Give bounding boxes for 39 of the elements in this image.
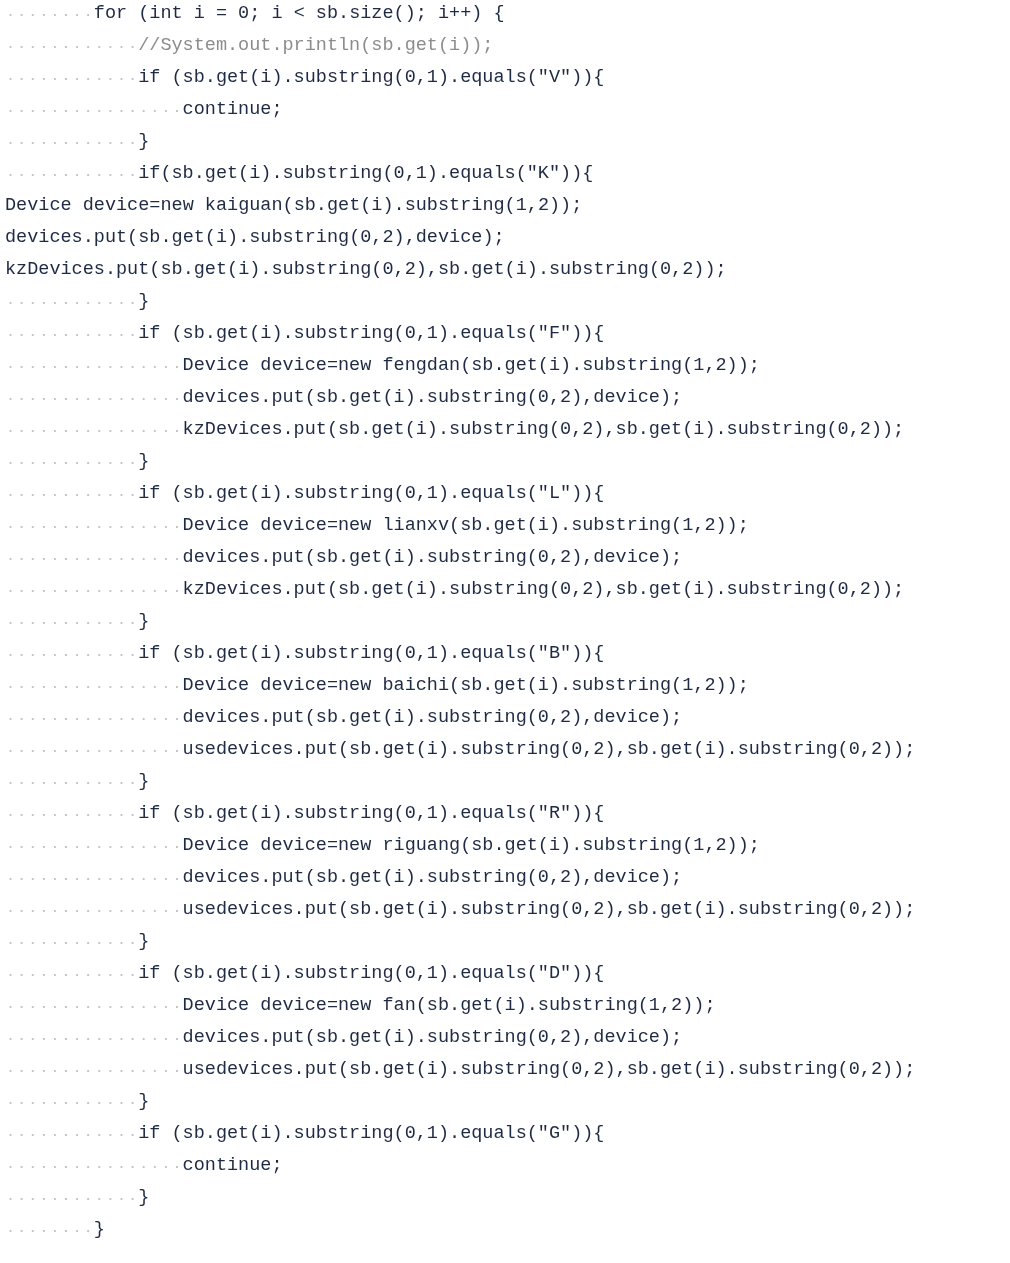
code-comment: //System.out.println(sb.get(i)); [138,34,494,58]
code-line: continue; [182,98,283,122]
code-line: Device device=new baichi(sb.get(i).substring(1,2)); [182,674,749,698]
code-line: devices.put(sb.get(i).substring(0,2),device); [182,706,683,730]
code-line: } [93,1218,105,1242]
code-line: } [138,450,150,474]
code-line: if (sb.get(i).substring(0,1).equals("G")){ [138,1122,605,1146]
code-line: } [138,1090,150,1114]
code-line: kzDevices.put(sb.get(i).substring(0,2),sb.get(i).substring(0,2)); [182,418,905,442]
code-line: kzDevices.put(sb.get(i).substring(0,2),sb.get(i).substring(0,2)); [182,578,905,602]
code-line: } [138,290,150,314]
code-line: } [138,610,150,634]
code-line: Device device=new lianxv(sb.get(i).substring(1,2)); [182,514,749,538]
code-line: } [138,1186,150,1210]
code-line: usedevices.put(sb.get(i).substring(0,2),sb.get(i).substring(0,2)); [182,898,916,922]
code-line: Device device=new kaiguan(sb.get(i).substring(1,2)); [5,194,583,218]
code-line: kzDevices.put(sb.get(i).substring(0,2),sb.get(i).substring(0,2)); [5,258,727,282]
code-line: devices.put(sb.get(i).substring(0,2),device); [182,386,683,410]
code-line: if (sb.get(i).substring(0,1).equals("L")){ [138,482,605,506]
code-line: devices.put(sb.get(i).substring(0,2),device); [182,866,683,890]
code-line: if (sb.get(i).substring(0,1).equals("R")){ [138,802,605,826]
code-line: } [138,930,150,954]
code-line: if (sb.get(i).substring(0,1).equals("B")){ [138,642,605,666]
code-line: for (int i = 0; i < sb.size(); i++) { [93,2,505,26]
code-line: if (sb.get(i).substring(0,1).equals("F")){ [138,322,605,346]
code-line: usedevices.put(sb.get(i).substring(0,2),sb.get(i).substring(0,2)); [182,1058,916,1082]
code-line: if (sb.get(i).substring(0,1).equals("V")){ [138,66,605,90]
code-line: } [138,770,150,794]
code-line: if (sb.get(i).substring(0,1).equals("D")){ [138,962,605,986]
code-line: if(sb.get(i).substring(0,1).equals("K")){ [138,162,594,186]
code-line: Device device=new fengdan(sb.get(i).substring(1,2)); [182,354,760,378]
code-line: devices.put(sb.get(i).substring(0,2),device); [5,226,505,250]
code-line: Device device=new riguang(sb.get(i).substring(1,2)); [182,834,760,858]
code-line: devices.put(sb.get(i).substring(0,2),device); [182,546,683,570]
code-line: devices.put(sb.get(i).substring(0,2),device); [182,1026,683,1050]
code-line: } [138,130,150,154]
code-line: usedevices.put(sb.get(i).substring(0,2),sb.get(i).substring(0,2)); [182,738,916,762]
code-line: Device device=new fan(sb.get(i).substring(1,2)); [182,994,716,1018]
code-line: continue; [182,1154,283,1178]
